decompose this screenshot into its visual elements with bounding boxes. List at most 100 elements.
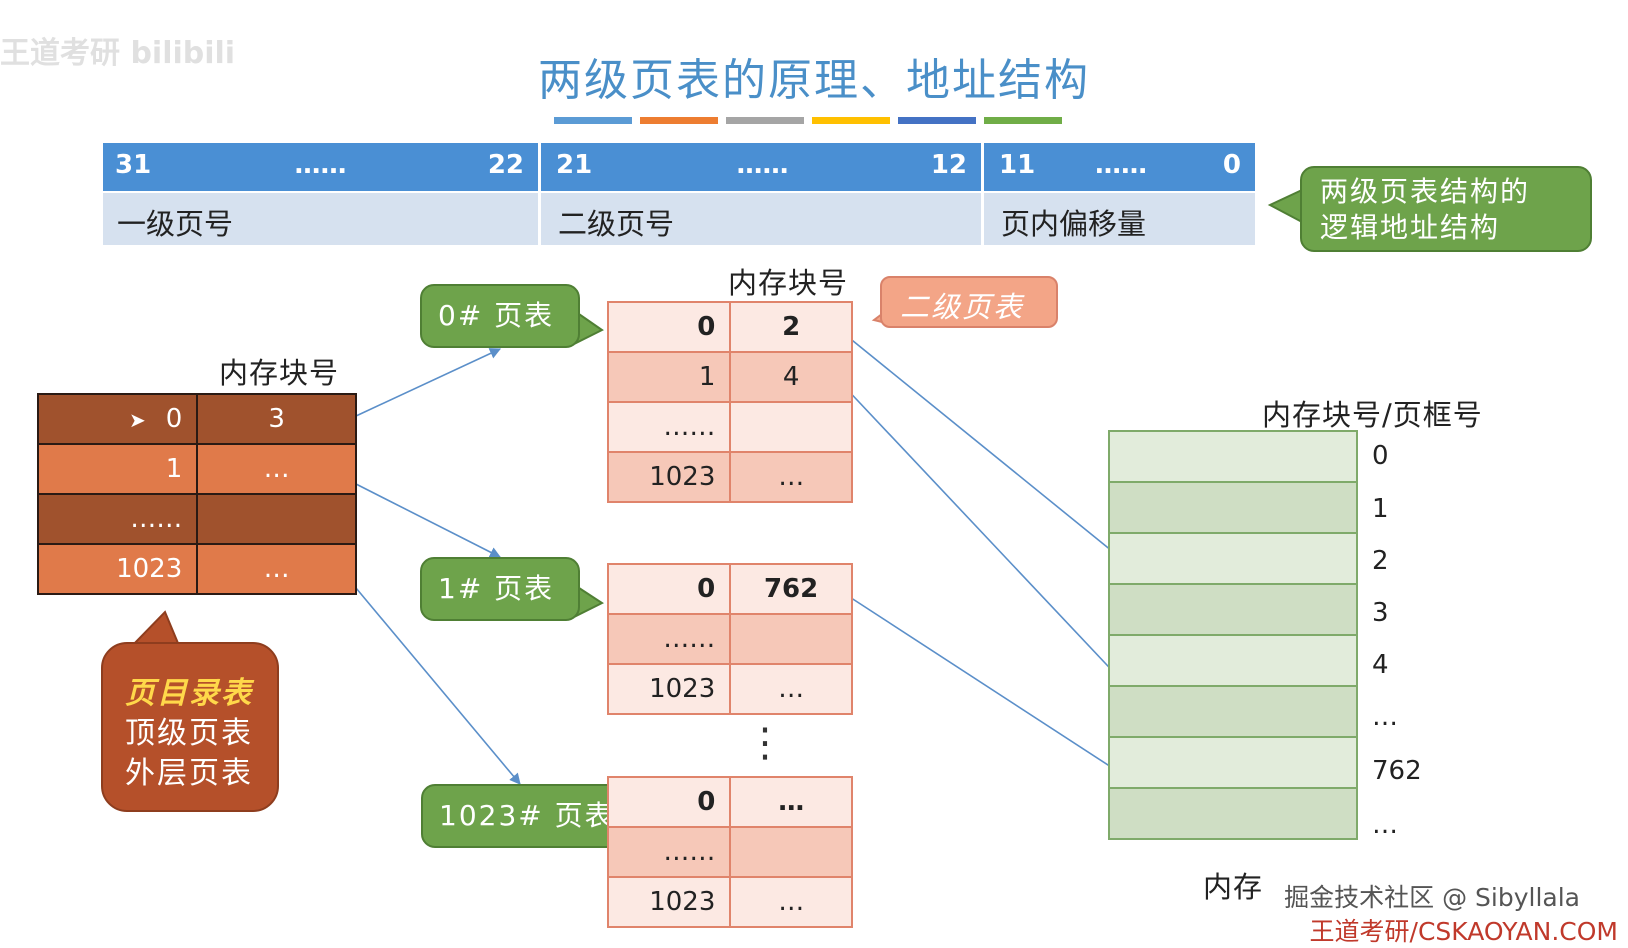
callout-directory-line1: 页目录表: [125, 676, 253, 711]
dir-value-2: [196, 493, 357, 545]
table-row: 1 4: [606, 351, 853, 403]
pt0-value-0: 2: [729, 301, 853, 353]
title-bar-2: [640, 117, 718, 124]
pt1023-index-1: ……: [606, 826, 732, 878]
callout-logical-tail: [1267, 188, 1303, 224]
page-title: 两级页表的原理、地址结构: [538, 55, 1090, 106]
watermark-site: 王道考研/CSKAOYAN.COM: [1309, 917, 1618, 946]
addr-seg2-dots: ……: [736, 150, 789, 180]
table-row: ……: [606, 401, 853, 453]
memory-frame: [1108, 736, 1358, 789]
frame-number-6: 762: [1372, 756, 1422, 786]
arrow-pt0-1-to-frame4: [841, 383, 1123, 682]
pt0-index-1: 1: [606, 351, 732, 403]
pt1023-value-2: …: [729, 876, 853, 928]
table-row: 1023 …: [606, 876, 853, 928]
addr-seg1-low: 22: [487, 150, 524, 180]
dir-index-3: 1023: [36, 543, 199, 595]
dir-index-0: 0: [36, 393, 199, 445]
table-row: 1023 …: [606, 663, 853, 715]
pt1023-index-2: 1023: [606, 876, 732, 928]
pt0-index-0: 0: [606, 301, 732, 353]
arrow-dir1023-to-pt1023: [355, 587, 521, 785]
table-row: ……: [36, 493, 357, 545]
callout-directory: 页目录表 顶级页表 外层页表: [101, 642, 279, 812]
callout-pt1023: 1023# 页表: [421, 784, 622, 848]
addr-seg2-low: 12: [930, 150, 967, 180]
addr-seg3-high: 11: [999, 150, 1036, 180]
addr-seg2-bits: 21 …… 12: [544, 143, 984, 191]
arrow-pt0-0-to-frame2: [841, 331, 1129, 565]
title-bar-3: [726, 117, 804, 124]
addr-seg2-high: 21: [556, 150, 593, 180]
callout-second-level: 二级页表: [880, 276, 1058, 328]
memory-frame: [1108, 430, 1358, 483]
callout-pt1023-text: 1023# 页表: [439, 799, 615, 832]
title-bar-1: [554, 117, 632, 124]
arrow-dir0-to-pt0: [355, 348, 502, 417]
frame-number-0: 0: [1372, 441, 1389, 471]
frame-number-5: …: [1372, 702, 1398, 732]
frame-number-3: 3: [1372, 598, 1389, 628]
pt1023-value-1: [729, 826, 853, 878]
title-bar-4: [812, 117, 890, 124]
watermark-top-left: 王道考研 bilibili: [0, 36, 236, 71]
pt1-index-1: ……: [606, 613, 732, 665]
table-row: 0 3: [36, 393, 357, 445]
pt0-value-3: …: [729, 451, 853, 503]
label-block-no-pagetable: 内存块号: [728, 266, 849, 300]
arrow-pt1-0-to-frame762: [841, 591, 1129, 779]
page-table-1: 0 762 …… 1023 …: [606, 563, 853, 715]
addr-seg1-label: 一级页号: [117, 207, 234, 241]
frame-number-2: 2: [1372, 546, 1389, 576]
addr-seg2-label: 二级页号: [558, 207, 675, 241]
table-row: 0 …: [606, 776, 853, 828]
callout-pt0: 0# 页表: [420, 284, 580, 348]
pt0-index-2: ……: [606, 401, 732, 453]
title-bar-6: [984, 117, 1062, 124]
memory-frame: [1108, 634, 1358, 687]
title-bar-5: [898, 117, 976, 124]
page-directory-table: 0 3 1 … …… 1023 …: [36, 393, 357, 595]
dir-index-2: ……: [36, 493, 199, 545]
pt0-value-1: 4: [729, 351, 853, 403]
addr-seg2-label-cell: 二级页号: [544, 193, 984, 245]
addr-seg3-dots: ……: [1095, 150, 1147, 180]
label-block-no-directory: 内存块号: [219, 356, 340, 390]
memory-frame: [1108, 685, 1358, 738]
callout-pt1-text: 1# 页表: [438, 572, 555, 605]
pt1-index-2: 1023: [606, 663, 732, 715]
table-row: ……: [606, 826, 853, 878]
label-memory: 内存: [1203, 870, 1264, 904]
dir-index-1: 1: [36, 443, 199, 495]
memory-frame: [1108, 583, 1358, 636]
pt1-value-0: 762: [729, 563, 853, 615]
addr-seg3-low: 0: [1222, 150, 1241, 180]
pt0-index-3: 1023: [606, 451, 732, 503]
table-row: 1023 …: [36, 543, 357, 595]
table-row: 1023 …: [606, 451, 853, 503]
pt1-value-1: [729, 613, 853, 665]
pt1023-index-0: 0: [606, 776, 732, 828]
page-table-0: 0 2 1 4 …… 1023 …: [606, 301, 853, 503]
table-row: 0 2: [606, 301, 853, 353]
addr-seg3-label: 页内偏移量: [1001, 207, 1147, 241]
memory-frame: [1108, 787, 1358, 840]
addr-seg3-bits: 11 …… 0: [987, 143, 1255, 191]
frame-number-4: 4: [1372, 650, 1389, 680]
table-row: ……: [606, 613, 853, 665]
callout-logical-structure-text: 两级页表结构的 逻辑地址结构: [1320, 175, 1531, 244]
dir-value-0: 3: [196, 393, 357, 445]
vertical-ellipsis: ⋮: [745, 720, 785, 766]
arrow-dir1-to-pt1: [355, 483, 501, 558]
frame-number-7: …: [1372, 810, 1398, 840]
dir-value-1: …: [196, 443, 357, 495]
dir-value-3: …: [196, 543, 357, 595]
memory-frames: [1108, 430, 1358, 840]
callout-pt0-text: 0# 页表: [438, 299, 555, 332]
addr-seg1-label-cell: 一级页号: [103, 193, 541, 245]
page-table-1023: 0 … …… 1023 …: [606, 776, 853, 928]
frame-number-1: 1: [1372, 494, 1389, 524]
table-row: 1 …: [36, 443, 357, 495]
memory-frame: [1108, 481, 1358, 534]
